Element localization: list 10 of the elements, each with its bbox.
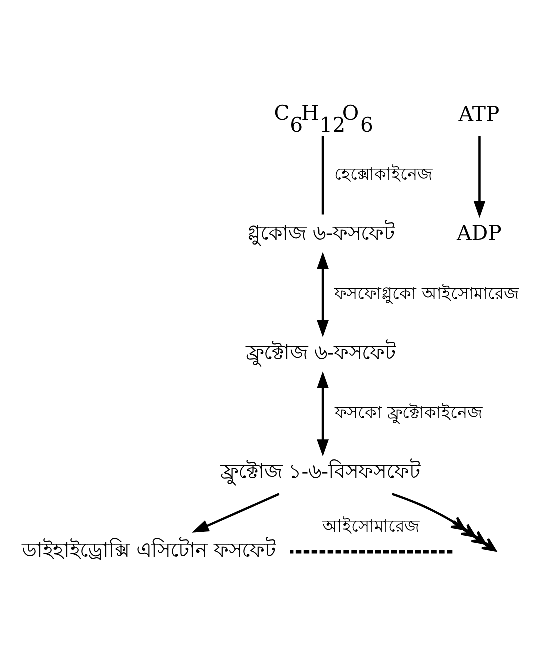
edge-label: ফসকো ফ্রুক্টোকাইনেজ [334, 404, 482, 424]
edge-label: ফসফোগ্লুকো আইসোমারেজ [334, 284, 519, 304]
node-text: ATP [458, 102, 500, 126]
node-text: ফ্রুক্টোজ ১-৬-বিসফসফেট [220, 460, 421, 484]
node-text: ফ্রুক্টোজ ৬-ফসফেট [246, 340, 396, 364]
edge-label: আইসোমারেজ [322, 517, 420, 538]
edge-label: হেক্সোকাইনেজ [334, 165, 432, 186]
node-text: ডাইহাইড্রোক্সি এসিটোন ফসফেট [22, 538, 276, 562]
node-text: গ্লুকোজ ৬-ফসফেট [248, 221, 395, 246]
node-text: ADP [457, 221, 502, 246]
